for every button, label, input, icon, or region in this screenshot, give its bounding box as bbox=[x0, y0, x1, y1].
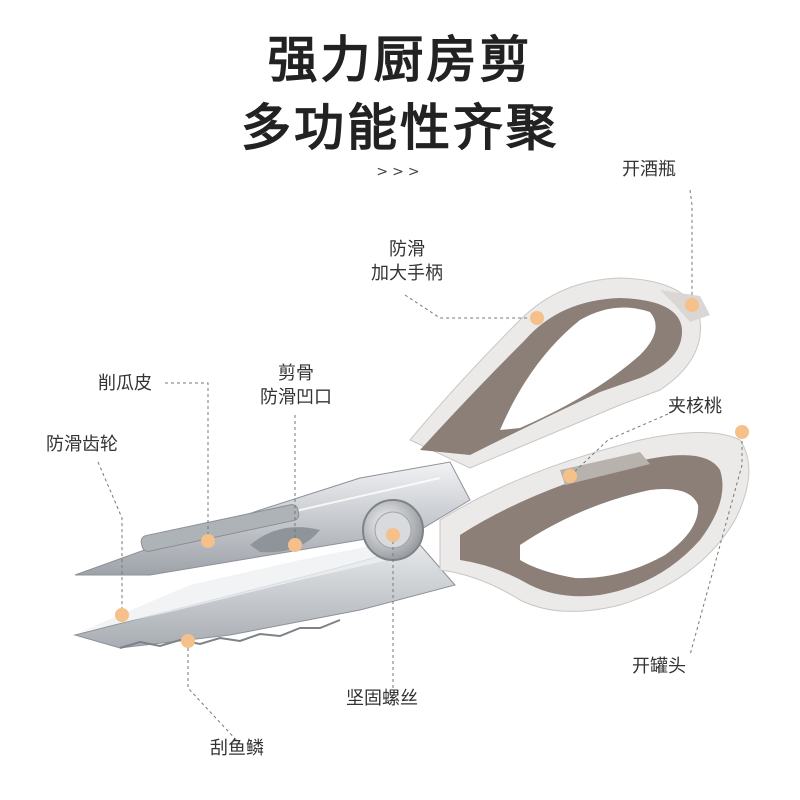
dot-gear bbox=[115, 608, 129, 622]
label-bone: 剪骨 防滑凹口 bbox=[250, 362, 342, 410]
headline-line1: 强力厨房剪 bbox=[267, 31, 533, 89]
dot-peeler bbox=[201, 534, 215, 548]
label-walnut: 夹核桃 bbox=[668, 396, 722, 417]
dot-screw bbox=[386, 528, 400, 542]
dot-bottle-opener bbox=[685, 298, 699, 312]
dot-walnut bbox=[563, 469, 577, 483]
leader-lines bbox=[97, 189, 743, 745]
top-handle bbox=[409, 277, 710, 469]
leader-bottle-opener bbox=[689, 189, 693, 305]
leader-gear bbox=[97, 461, 123, 615]
dot-can-opener bbox=[735, 425, 749, 439]
label-screw: 坚固螺丝 bbox=[346, 688, 418, 709]
label-grip: 防滑 加大手柄 bbox=[362, 238, 452, 286]
callout-dots bbox=[115, 298, 749, 648]
dot-scaler bbox=[181, 634, 195, 648]
upper-blade bbox=[74, 461, 471, 576]
headline-line2: 多功能性齐聚 bbox=[241, 99, 559, 157]
lower-blade bbox=[73, 540, 456, 649]
label-grip-line2: 加大手柄 bbox=[371, 263, 443, 284]
leader-peeler bbox=[165, 382, 209, 540]
leader-grip bbox=[404, 294, 535, 319]
bottom-handle bbox=[439, 432, 750, 612]
leader-can-opener bbox=[689, 435, 743, 656]
label-scaler: 刮鱼鳞 bbox=[210, 738, 264, 759]
label-gear: 防滑齿轮 bbox=[46, 434, 118, 455]
label-bottle-opener: 开酒瓶 bbox=[622, 159, 676, 180]
label-peeler: 削瓜皮 bbox=[98, 373, 152, 394]
dot-bone bbox=[288, 538, 302, 552]
leader-scaler bbox=[187, 642, 241, 745]
label-bone-line1: 剪骨 bbox=[278, 363, 314, 384]
arrows-decoration: >>> bbox=[376, 164, 424, 180]
label-grip-line1: 防滑 bbox=[389, 239, 425, 260]
dot-grip bbox=[530, 311, 544, 325]
label-bone-line2: 防滑凹口 bbox=[260, 387, 332, 408]
label-can-opener: 开罐头 bbox=[632, 656, 686, 677]
